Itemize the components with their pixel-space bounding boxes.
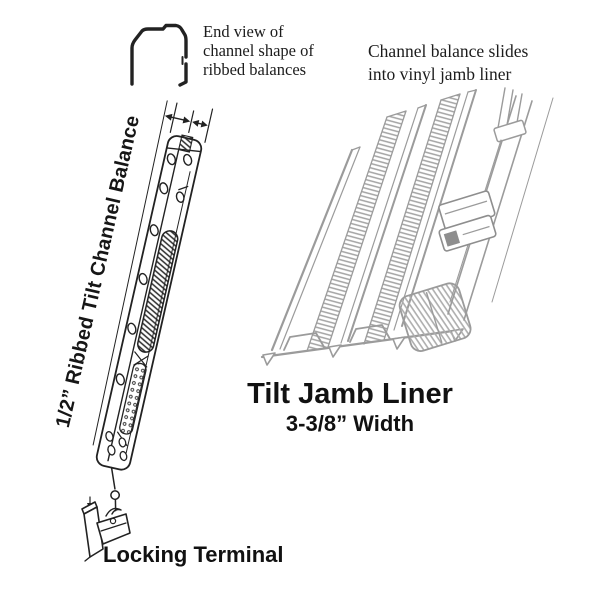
balance-strip-drawing <box>438 87 533 321</box>
end-view-note-line: End view of <box>203 22 284 41</box>
top-plug <box>178 134 194 153</box>
end-view-note-line: channel shape of <box>203 41 314 60</box>
jamb-liner-drawing <box>260 89 554 366</box>
ribbed-band <box>364 94 460 344</box>
end-view-channel-drawing <box>130 23 188 87</box>
jamb-liner-width: 3-3/8” Width <box>285 411 415 436</box>
perforated-strip <box>119 362 147 435</box>
locking-terminal-label: Locking Terminal <box>103 542 284 567</box>
slide-note-line: Channel balance slides <box>368 41 529 61</box>
cord-connector <box>493 119 527 143</box>
channel-balance-drawing <box>92 100 214 512</box>
ribbed-band <box>307 111 406 351</box>
locking-terminal-drawing <box>81 496 131 562</box>
jamb-liner-title: Tilt Jamb Liner <box>247 378 453 410</box>
end-view-note: End view of channel shape of ribbed bala… <box>203 22 314 79</box>
coil-spring <box>137 230 179 353</box>
strip-locking-clip <box>438 190 497 252</box>
liner-bottom-block <box>398 282 472 352</box>
flange-holes <box>115 182 169 386</box>
slide-note-line: into vinyl jamb liner <box>368 63 512 84</box>
width-dimension-arrows <box>164 102 214 143</box>
end-view-note-line: ribbed balances <box>203 60 307 79</box>
slide-note: Channel balance slides into vinyl jamb l… <box>368 40 528 85</box>
